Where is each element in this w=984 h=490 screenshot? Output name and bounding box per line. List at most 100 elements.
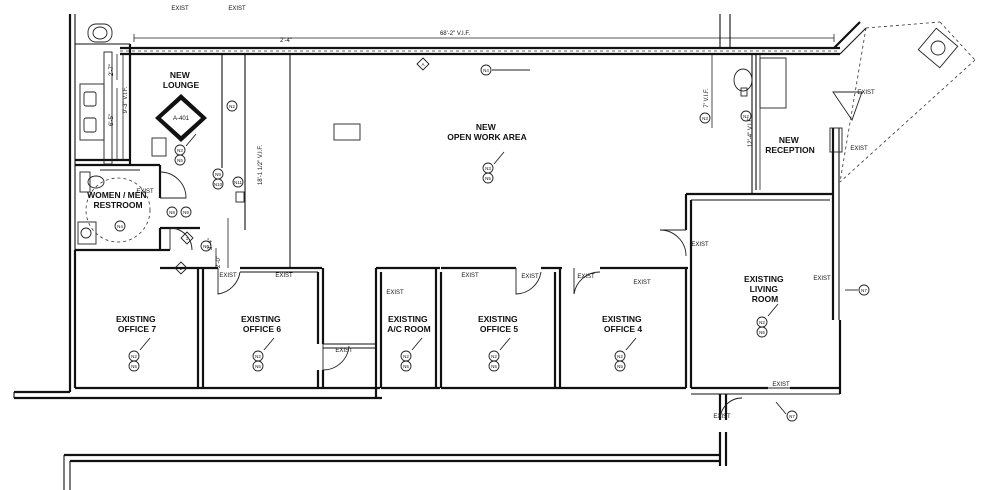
room-living-room: EXISTING LIVING ROOM (744, 274, 786, 304)
room-office-5: EXISTING OFFICE 5 (478, 314, 520, 334)
dim-small-a: 2'-4" (280, 38, 292, 44)
svg-text:N5: N5 (403, 364, 409, 369)
svg-text:N8: N8 (169, 210, 175, 215)
exist-tag-restroom: EXIST (136, 189, 154, 195)
exist-tag-south-door: EXIST (713, 414, 731, 420)
exist-tag-top-mid: EXIST (228, 6, 246, 12)
svg-text:N5: N5 (255, 364, 261, 369)
keynote-bubble: N2 (488, 350, 500, 362)
keynote-bubble: N5 (482, 172, 494, 184)
keynote-bubble: N2 (740, 110, 752, 122)
keynote-bubble: N7 (786, 410, 798, 422)
exist-tag-living-bottom: EXIST (772, 382, 790, 388)
keynote-bubble: N7 (858, 284, 870, 296)
svg-text:N2: N2 (743, 114, 749, 119)
keynote-bubble: N5 (756, 326, 768, 338)
svg-text:N5: N5 (491, 364, 497, 369)
svg-text:N9: N9 (215, 172, 221, 177)
svg-text:N11: N11 (234, 180, 242, 185)
keynote-bubble: N5 (400, 360, 412, 372)
keynote-bubble: N11 (232, 176, 244, 188)
svg-text:N5: N5 (177, 158, 183, 163)
office-walls (73, 54, 843, 420)
dim-small-c: 2'-0" (216, 256, 222, 268)
svg-text:N5: N5 (617, 364, 623, 369)
exterior-walls (13, 14, 840, 490)
svg-text:N4: N4 (117, 224, 123, 229)
keynote-bubble: N3 (482, 162, 494, 174)
marker-2: 2 (174, 261, 188, 275)
northeast-wing (719, 14, 976, 183)
lounge-section-tag: A-401 (155, 94, 207, 142)
svg-text:2: 2 (180, 266, 183, 271)
keynote-bubble: N2 (614, 350, 626, 362)
exist-tag-ac: EXIST (386, 290, 404, 296)
exist-tag-office6-top: EXIST (275, 273, 293, 279)
exist-tag-office6: EXIST (219, 273, 237, 279)
keynote-bubble: N9 (180, 206, 192, 218)
svg-text:N2: N2 (131, 354, 137, 359)
keynote-bubble: N5 (252, 360, 264, 372)
svg-text:N6: N6 (203, 244, 209, 249)
svg-text:N2: N2 (229, 104, 235, 109)
dim-right-b: 12'-4" V.I.F. (748, 117, 754, 147)
keynote-bubble: N10 (212, 178, 224, 190)
keynote-bubble: N2 (252, 350, 264, 362)
svg-text:N2: N2 (255, 354, 261, 359)
svg-text:N2: N2 (403, 354, 409, 359)
keynote-bubble: N2 (226, 100, 238, 112)
svg-text:N10: N10 (214, 182, 223, 187)
exist-tag-office4: EXIST (633, 280, 651, 286)
keynote-bubble: N5 (488, 360, 500, 372)
exist-tag-reception-b: EXIST (850, 146, 868, 152)
door-swings (217, 91, 863, 421)
dim-left-b: 6'-5" (109, 114, 115, 126)
keynote-bubble: N9 (212, 168, 224, 180)
keynote-bubble: N2 (756, 316, 768, 328)
svg-text:N3: N3 (485, 166, 491, 171)
exist-tag-reception: EXIST (857, 90, 875, 96)
dim-left-a: 2'-7" (109, 64, 115, 76)
room-restroom: WOMEN / MEN RESTROOM (87, 190, 149, 210)
room-office-6: EXISTING OFFICE 6 (241, 314, 283, 334)
room-open-work-area: NEW OPEN WORK AREA (447, 122, 527, 142)
room-office-7: EXISTING OFFICE 7 (116, 314, 158, 334)
room-ac-room: EXISTING A/C ROOM (387, 314, 430, 334)
svg-text:N7: N7 (861, 288, 867, 293)
keynote-bubble: N8 (166, 206, 178, 218)
svg-text:N7: N7 (789, 414, 795, 419)
exist-tag-office5: EXIST (461, 273, 479, 279)
svg-text:N2: N2 (759, 320, 765, 325)
keynote-bubble: N5 (614, 360, 626, 372)
dim-right-a: 7' V.I.F. (704, 88, 710, 108)
dim-top-wall: 68'-2" V.I.F. (440, 31, 470, 37)
dim-vertical-left: 18'-1 1/2" V.I.F. (258, 145, 264, 185)
keynote-bubble: N4 (480, 64, 492, 76)
room-new-reception: NEW RECEPTION (765, 135, 815, 155)
leader-lines (139, 69, 858, 415)
exist-tag-office4-door: EXIST (577, 274, 595, 280)
west-rooms (75, 23, 361, 268)
lounge-tag-label: A-401 (173, 116, 190, 122)
svg-text:N4: N4 (483, 68, 489, 73)
svg-text:N9: N9 (183, 210, 189, 215)
exist-tag-corridor: EXIST (335, 348, 353, 354)
marker-a: A (416, 57, 430, 71)
keynote-bubble: N2 (400, 350, 412, 362)
svg-text:N3: N3 (702, 116, 708, 121)
keynote-bubble: N3 (699, 112, 711, 124)
keynote-bubble: N2 (128, 350, 140, 362)
svg-text:N2: N2 (491, 354, 497, 359)
svg-text:N2: N2 (617, 354, 623, 359)
exist-tag-living-right: EXIST (813, 276, 831, 282)
room-new-lounge: NEW LOUNGE (163, 70, 200, 90)
svg-text:N3: N3 (177, 148, 183, 153)
keynote-bubble: N5 (174, 154, 186, 166)
keynote-bubble: N4 (114, 220, 126, 232)
exist-tag-top-left: EXIST (171, 6, 189, 12)
room-office-4: EXISTING OFFICE 4 (602, 314, 644, 334)
svg-text:1: 1 (186, 236, 189, 241)
dim-lounge-width: 9'-3" V.I.F. (123, 86, 129, 113)
svg-text:N5: N5 (485, 176, 491, 181)
